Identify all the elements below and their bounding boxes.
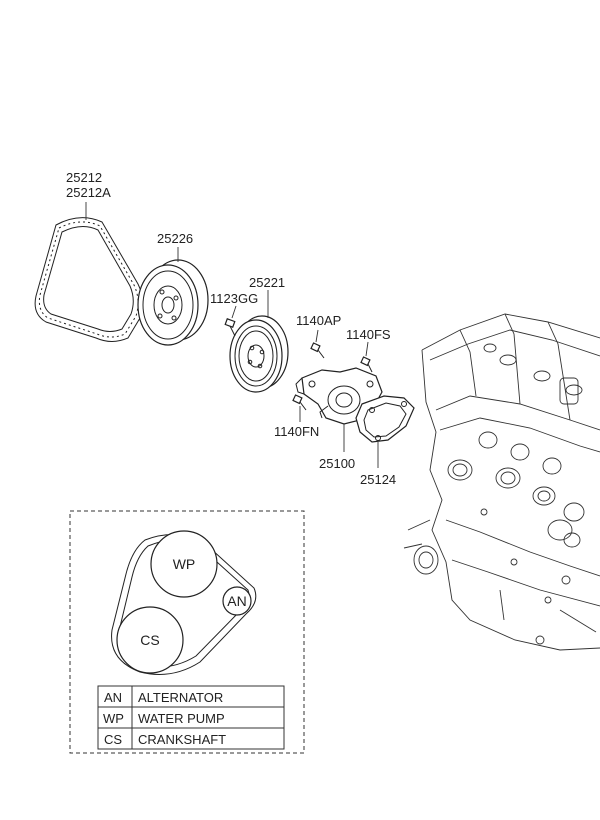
cs-pulley-circle: [116, 606, 184, 674]
label-1123gg: 1123GG: [210, 291, 258, 306]
legend-name: WATER PUMP: [138, 711, 225, 726]
crankshaft-pulley: [137, 259, 209, 346]
legend-name: CRANKSHAFT: [138, 732, 226, 747]
drive-belt: [34, 217, 144, 342]
bolt-1123gg: [224, 318, 236, 337]
legend-table: [97, 685, 285, 750]
bolt-1140ap: [310, 342, 325, 359]
water-pump-pulley: [229, 315, 289, 393]
an-bubble-label: AN: [227, 593, 246, 609]
label-1140fn: 1140FN: [274, 424, 319, 439]
leader-1140ap: [315, 329, 319, 343]
legend-code: WP: [103, 711, 124, 726]
cs-bubble-label: CS: [140, 632, 159, 648]
leader-1123gg: [231, 305, 237, 319]
leader-1140fs: [365, 341, 369, 357]
gasket: [355, 395, 415, 443]
label-25212a: 25212A: [66, 185, 111, 200]
legend-code: CS: [104, 732, 122, 747]
engine-block: [403, 313, 600, 651]
label-1140ap: 1140AP: [296, 313, 341, 328]
bolt-1140fs: [360, 356, 373, 373]
legend-name: ALTERNATOR: [138, 690, 223, 705]
wp-bubble-label: WP: [173, 556, 196, 572]
an-pulley-circle: [222, 586, 252, 616]
bolt-1140fn: [292, 394, 307, 411]
label-1140fs: 1140FS: [346, 327, 391, 342]
label-25226: 25226: [157, 231, 193, 246]
label-25100: 25100: [319, 456, 355, 471]
legend-code: AN: [104, 690, 122, 705]
label-25221: 25221: [249, 275, 285, 290]
belt-routing-diagram: [111, 530, 257, 675]
label-25212: 25212: [66, 170, 102, 185]
label-25124: 25124: [360, 472, 396, 487]
wp-pulley-circle: [150, 530, 218, 598]
